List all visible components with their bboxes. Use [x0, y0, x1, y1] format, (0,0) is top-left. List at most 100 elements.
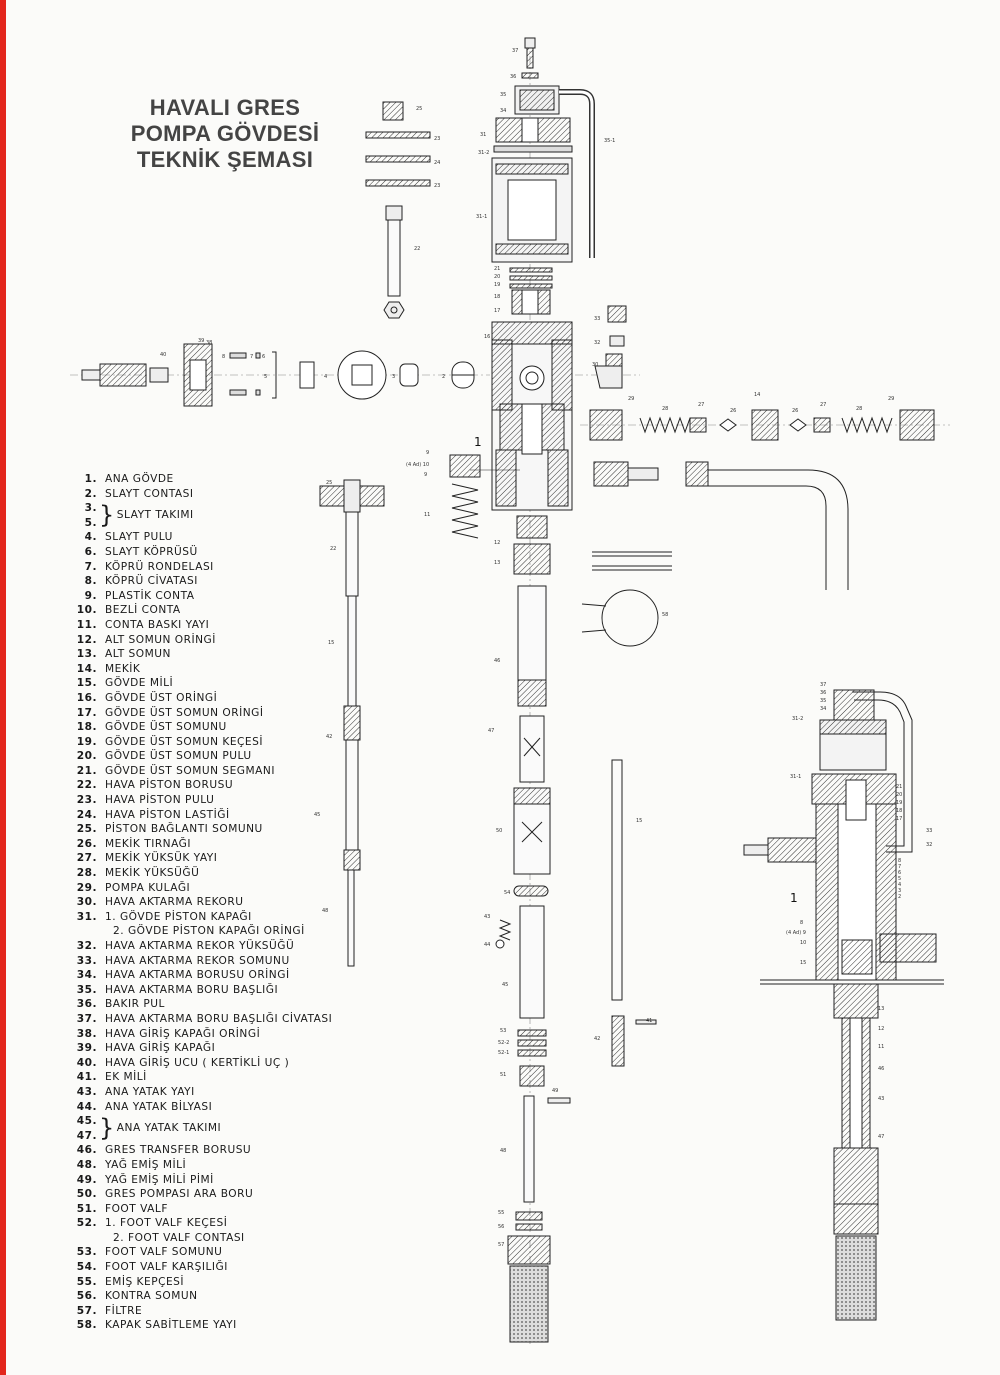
legend-number: 25. [76, 823, 97, 836]
legend-item: 36.BAKIR PUL [72, 997, 342, 1012]
legend-group-numbers: 45.47. [72, 1114, 97, 1143]
legend-text: YAĞ EMİŞ MİLİ PİMİ [105, 1173, 214, 1186]
legend-item: 39.HAVA GİRİŞ KAPAĞI [72, 1041, 342, 1056]
legend-number: 47. [76, 1129, 97, 1142]
part-43-bearing-spring [498, 919, 512, 941]
asm-callout-17: 17 [896, 816, 902, 822]
legend-text: HAVA PİSTON PULU [105, 794, 215, 807]
part-35-head [514, 85, 595, 258]
legend-text: SLAYT TAKIMI [116, 509, 194, 522]
callout-31-1: 31-1 [476, 214, 487, 220]
legend-number: 34. [76, 969, 97, 982]
legend-number: 18. [76, 721, 97, 734]
legend-text: 1. GÖVDE PİSTON KAPAĞI [105, 910, 252, 923]
part-26-shuttle-claw-right [789, 418, 807, 432]
legend-text: ALT SOMUN [105, 648, 171, 661]
part-41-extension-shaft [635, 1019, 657, 1025]
legend-item: 2. FOOT VALF CONTASI [72, 1231, 342, 1246]
legend-text: GÖVDE ÜST SOMUNU [105, 721, 227, 734]
callout-20: 20 [494, 274, 500, 280]
callout-36: 36 [510, 74, 516, 80]
legend-item: 37.HAVA AKTARMA BORU BAŞLIĞI CİVATASI [72, 1012, 342, 1027]
asm-callout-19: 19 [896, 800, 902, 806]
legend-number: 12. [76, 633, 97, 646]
legend-item: 57.FİLTRE [72, 1304, 342, 1319]
legend-item: 24.HAVA PİSTON LASTİĞİ [72, 808, 342, 823]
callout-53: 53 [500, 1028, 506, 1034]
callout-21: 21 [494, 266, 500, 272]
legend-item: 28.MEKİK YÜKSÜĞÜ [72, 866, 342, 881]
legend-item-group: 3.5.}SLAYT TAKIMI [72, 501, 342, 530]
asm-callout-7: 7 [898, 864, 901, 870]
callout-54: 54 [504, 890, 510, 896]
legend-number: 35. [76, 983, 97, 996]
legend-number: 46. [76, 1144, 97, 1157]
legend-text: BAKIR PUL [105, 998, 165, 1011]
legend-text: HAVA PİSTON BORUSU [105, 779, 234, 792]
part-29-pump-ear-right [899, 409, 935, 441]
part-33-fitting-nut [607, 305, 627, 323]
part-27-shuttle-spring-right [813, 417, 831, 433]
legend-number: 58. [76, 1319, 97, 1332]
legend-number: 22. [76, 779, 97, 792]
callout-29a: 29 [628, 396, 634, 402]
legend-number: 56. [76, 1290, 97, 1303]
legend-text: MEKİK YÜKSÜĞÜ [105, 867, 200, 880]
legend-text: SLAYT KÖPRÜSÜ [105, 545, 198, 558]
callout-29b: 29 [888, 396, 894, 402]
legend-text: ALT SOMUN ORİNGİ [105, 633, 216, 646]
legend-text: EK MİLİ [105, 1071, 147, 1084]
legend-number: 11. [76, 618, 97, 631]
asm-callout-4: 4 [898, 882, 901, 888]
legend-item: 40.HAVA GİRİŞ UCU ( KERTİKLİ UÇ ) [72, 1056, 342, 1071]
asm-callout-4ad-9: (4 Ad) 9 [786, 930, 806, 936]
legend-group-numbers: 3.5. [72, 501, 97, 530]
asm-callout-2: 2 [898, 894, 901, 900]
part-23-piston-washer-2 [365, 179, 431, 187]
legend-text: GÖVDE ÜST SOMUN KEÇESİ [105, 735, 263, 748]
callout-9b: 9 [424, 472, 427, 478]
part-4-slide-washer [337, 350, 387, 400]
part-48-suction-shaft [523, 1095, 535, 1203]
part-52-2-foot-valve-seal [517, 1039, 547, 1047]
part-1-main-body [470, 321, 573, 511]
legend-item: 32.HAVA AKTARMA REKOR YÜKSÜĞÜ [72, 939, 342, 954]
part-31-cylinder-cap [495, 117, 571, 143]
legend-item: 38.HAVA GİRİŞ KAPAĞI ORİNGİ [72, 1027, 342, 1042]
callout-26b: 26 [792, 408, 798, 414]
part-29-pump-ear-left [589, 409, 623, 441]
legend-item: 43.ANA YATAK YAYI [72, 1085, 342, 1100]
callout-25: 25 [416, 106, 422, 112]
part-15-body-shaft-right [611, 759, 623, 1001]
asm-callout-8: 8 [800, 920, 803, 926]
legend-text: ANA YATAK BİLYASI [105, 1100, 213, 1113]
legend-item-group: 45.47.}ANA YATAK TAKIMI [72, 1114, 342, 1143]
part-54-foot-valve-seat [513, 885, 549, 897]
legend-item: 18. GÖVDE ÜST SOMUNU [72, 720, 342, 735]
legend-text: SLAYT PULU [105, 531, 173, 544]
legend-number: 13. [76, 648, 97, 661]
legend-item: 27.MEKİK YÜKSÜK YAYI [72, 851, 342, 866]
legend-item: 54.FOOT VALF KARŞILIĞI [72, 1260, 342, 1275]
legend-number: 50. [76, 1188, 97, 1201]
legend-number: 15. [76, 677, 97, 690]
part-39-air-cap [183, 343, 213, 407]
legend-item: 21.GÖVDE ÜST SOMUN SEGMANI [72, 764, 342, 779]
legend-item: 58.KAPAK SABİTLEME YAYI [72, 1318, 342, 1333]
legend-text: GRES POMPASI ARA BORU [105, 1188, 254, 1201]
legend-number: 48. [76, 1158, 97, 1171]
assembled-pump-section [743, 689, 944, 1321]
callout-18: 18 [494, 294, 500, 300]
legend-item: 49.YAĞ EMİŞ MİLİ PİMİ [72, 1173, 342, 1188]
legend-number: 57. [76, 1304, 97, 1317]
callout-39: 39 [198, 338, 204, 344]
callout-42-left: 42 [326, 734, 332, 740]
callout-32: 32 [594, 340, 600, 346]
part-10-cloth-seal [449, 454, 481, 478]
callout-24: 24 [434, 160, 440, 166]
legend-number: 3. [84, 502, 97, 515]
part-27-shuttle-spring-left [689, 417, 707, 433]
callout-16: 16 [484, 334, 490, 340]
callout-40: 40 [160, 352, 166, 358]
